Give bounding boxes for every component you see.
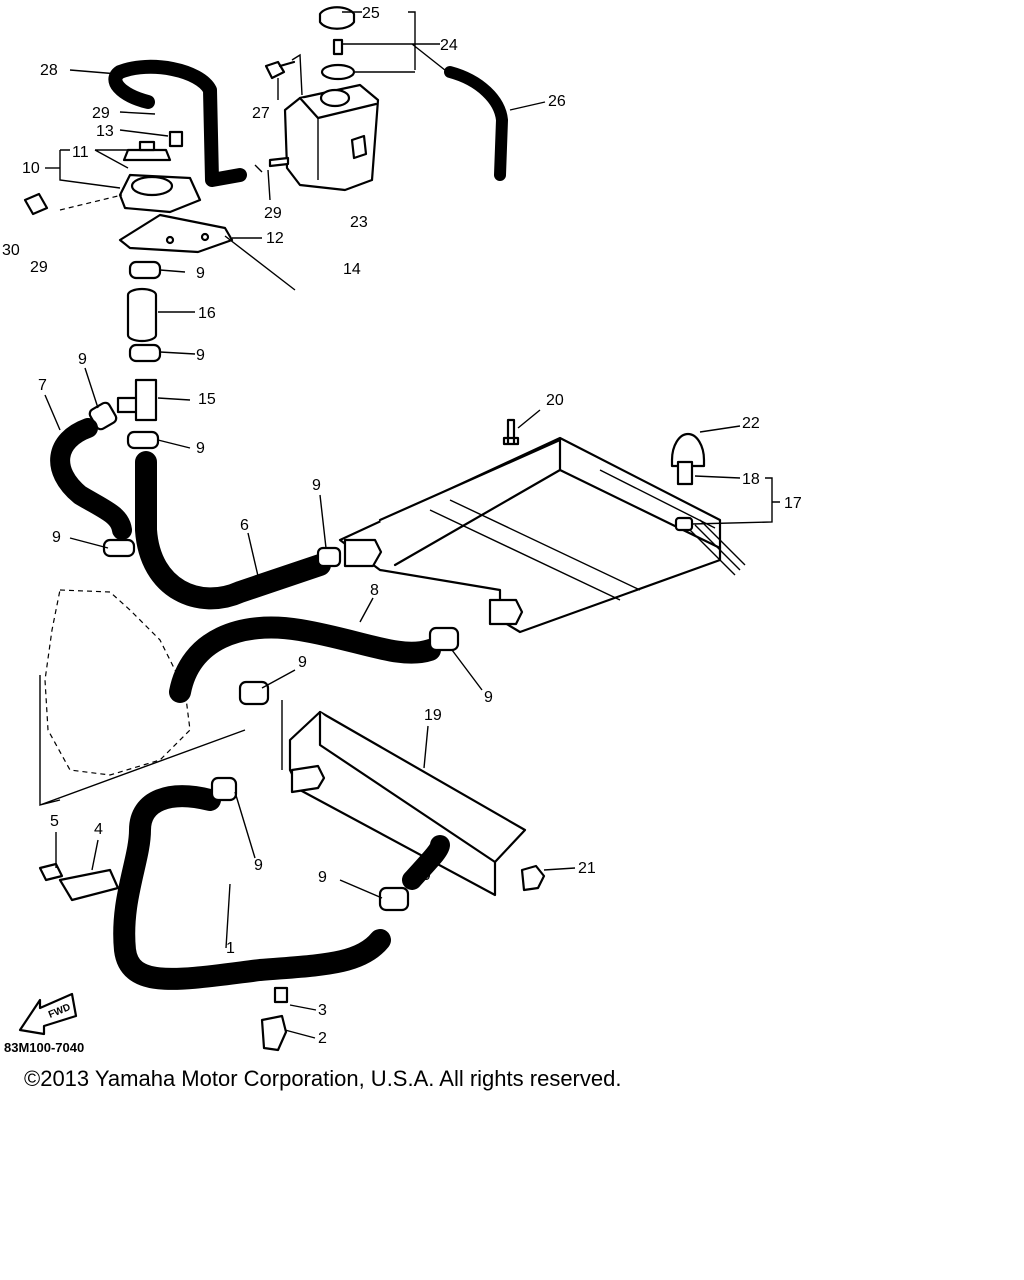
clamp [210,776,238,802]
bolt-3 [273,986,289,1004]
clamp [316,546,342,568]
callout-label: 18 [742,471,760,488]
clamp [428,626,460,652]
callout-label: 27 [252,105,270,122]
clamp [126,430,160,450]
callout-label: 30 [2,242,20,259]
mounting-plate [118,213,234,254]
tank-bolt [264,60,296,80]
callout-label: 9 [422,867,431,884]
callout-label: 9 [312,477,321,494]
hose-clip-4 [58,868,120,902]
callout-label: 6 [240,517,249,534]
callout-label: 9 [318,869,327,886]
parts-diagram: FWD 1 2 3 4 5 6 7 8 9 9 9 [2,5,802,1052]
callout-label: 9 [78,351,87,368]
copyright-notice: ©2013 Yamaha Motor Corporation, U.S.A. A… [24,1066,622,1091]
callout-label: 9 [196,440,205,457]
fitting-18 [676,460,694,486]
cap-22 [670,432,706,468]
callout-label: 7 [38,377,47,394]
callout-label: 8 [370,582,379,599]
clamp [128,260,162,280]
engine-outline [44,589,191,776]
clamp [238,680,270,706]
reservoir-neck [319,88,351,108]
cap-gasket [320,63,356,81]
clamp [378,886,410,912]
pipe-16 [126,287,158,343]
filler-cap [122,148,172,162]
clamp [102,538,136,558]
reservoir-cap [318,6,356,30]
callout-label: 17 [784,495,802,512]
plug-30 [23,192,49,216]
bolt-5 [38,862,64,882]
callout-label: 24 [440,37,458,54]
cooling-fins [689,519,746,576]
callout-label: 29 [264,205,282,222]
callout-label: 10 [22,160,40,177]
callout-label: 23 [350,214,368,231]
callout-label: 13 [96,123,114,140]
callout-label: 26 [548,93,566,110]
callout-label: 15 [198,391,216,408]
reservoir-tank [283,83,380,192]
callout-label: 29 [92,105,110,122]
hose-1 [113,785,391,990]
callout-label: 14 [343,261,361,278]
hose-short [402,835,450,890]
callout-label: 1 [226,940,235,957]
callout-label: 3 [318,1002,327,1019]
callout-label: 11 [72,144,89,161]
callout-label: 9 [196,265,205,282]
callout-label: 9 [298,654,307,671]
cooling-system-drawing: FWD 1 2 3 4 5 6 7 8 9 9 9 [2,5,802,1052]
callout-label: 20 [546,392,564,409]
breather-hose-28 [108,59,247,187]
hose-clip-2 [260,1014,288,1052]
t-joint [116,378,158,422]
callout-label: 19 [424,707,442,724]
engine-bracket-lines [39,675,246,807]
callout-label: 4 [94,821,103,838]
callout-label: 22 [742,415,760,432]
callout-label: 25 [362,5,380,22]
fwd-arrow-icon [18,992,78,1036]
callout-label: 21 [578,860,596,877]
drawing-code: 83M100-7040 [4,1040,85,1055]
clamp [128,343,162,363]
callout-label: 29 [30,259,48,276]
callout-label: 28 [40,62,58,79]
callout-numbers: 1 2 3 4 5 6 7 8 9 9 9 9 9 9 9 9 9 9 9 10… [2,5,802,1047]
callout-label: 9 [196,347,205,364]
callout-label: 12 [266,230,284,247]
callout-label: 9 [484,689,493,706]
nut-21 [520,864,546,892]
callout-label: 9 [254,857,263,874]
callout-label: 9 [52,529,61,546]
bolt-20 [502,418,520,446]
callout-label: 5 [50,813,59,830]
leader-lines [44,11,780,1039]
callout-label: 16 [198,305,216,322]
callout-label: 2 [318,1030,327,1047]
